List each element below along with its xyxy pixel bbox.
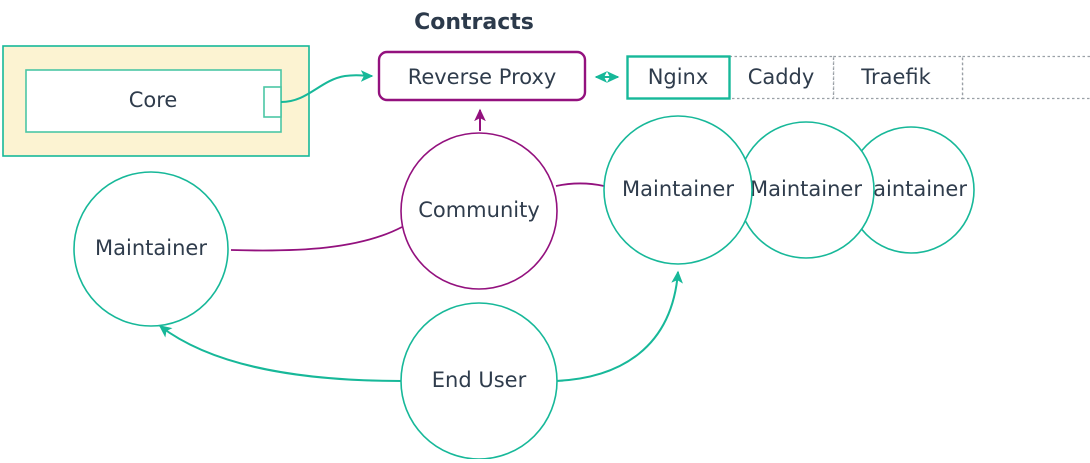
node-maintainer-2[interactable]: Maintainer (738, 122, 874, 258)
impl-label-traefik: Traefik (860, 65, 931, 89)
maintainer-1-label: Maintainer (622, 177, 734, 201)
edge-end-user-to-maintainer-left (160, 326, 402, 381)
node-end-user[interactable]: End User (401, 303, 557, 459)
reverse-proxy-implementations: Nginx Caddy Traefik (628, 57, 1090, 99)
reverse-proxy-label: Reverse Proxy (408, 65, 557, 89)
core-label: Core (129, 88, 178, 112)
node-maintainer-1[interactable]: Maintainer (604, 116, 752, 264)
maintainer-2-label: Maintainer (750, 177, 862, 201)
core-boundary: Core (3, 46, 309, 156)
edge-community-to-maintainer-1 (556, 183, 604, 186)
node-community[interactable]: Community (401, 133, 557, 289)
maintainer-left-label: Maintainer (95, 236, 207, 260)
community-label: Community (418, 198, 540, 222)
page-title: Contracts (414, 10, 534, 35)
impl-cell-empty[interactable] (963, 57, 1090, 99)
core-connector-nub (264, 87, 281, 117)
end-user-label: End User (432, 368, 527, 392)
node-maintainer-left[interactable]: Maintainer (74, 172, 228, 326)
impl-label-caddy: Caddy (748, 65, 815, 89)
impl-label-nginx: Nginx (648, 65, 709, 89)
edge-community-to-maintainer-left (231, 227, 402, 251)
edge-end-user-to-maintainer-1 (556, 272, 678, 381)
node-reverse-proxy[interactable]: Reverse Proxy (379, 52, 585, 100)
